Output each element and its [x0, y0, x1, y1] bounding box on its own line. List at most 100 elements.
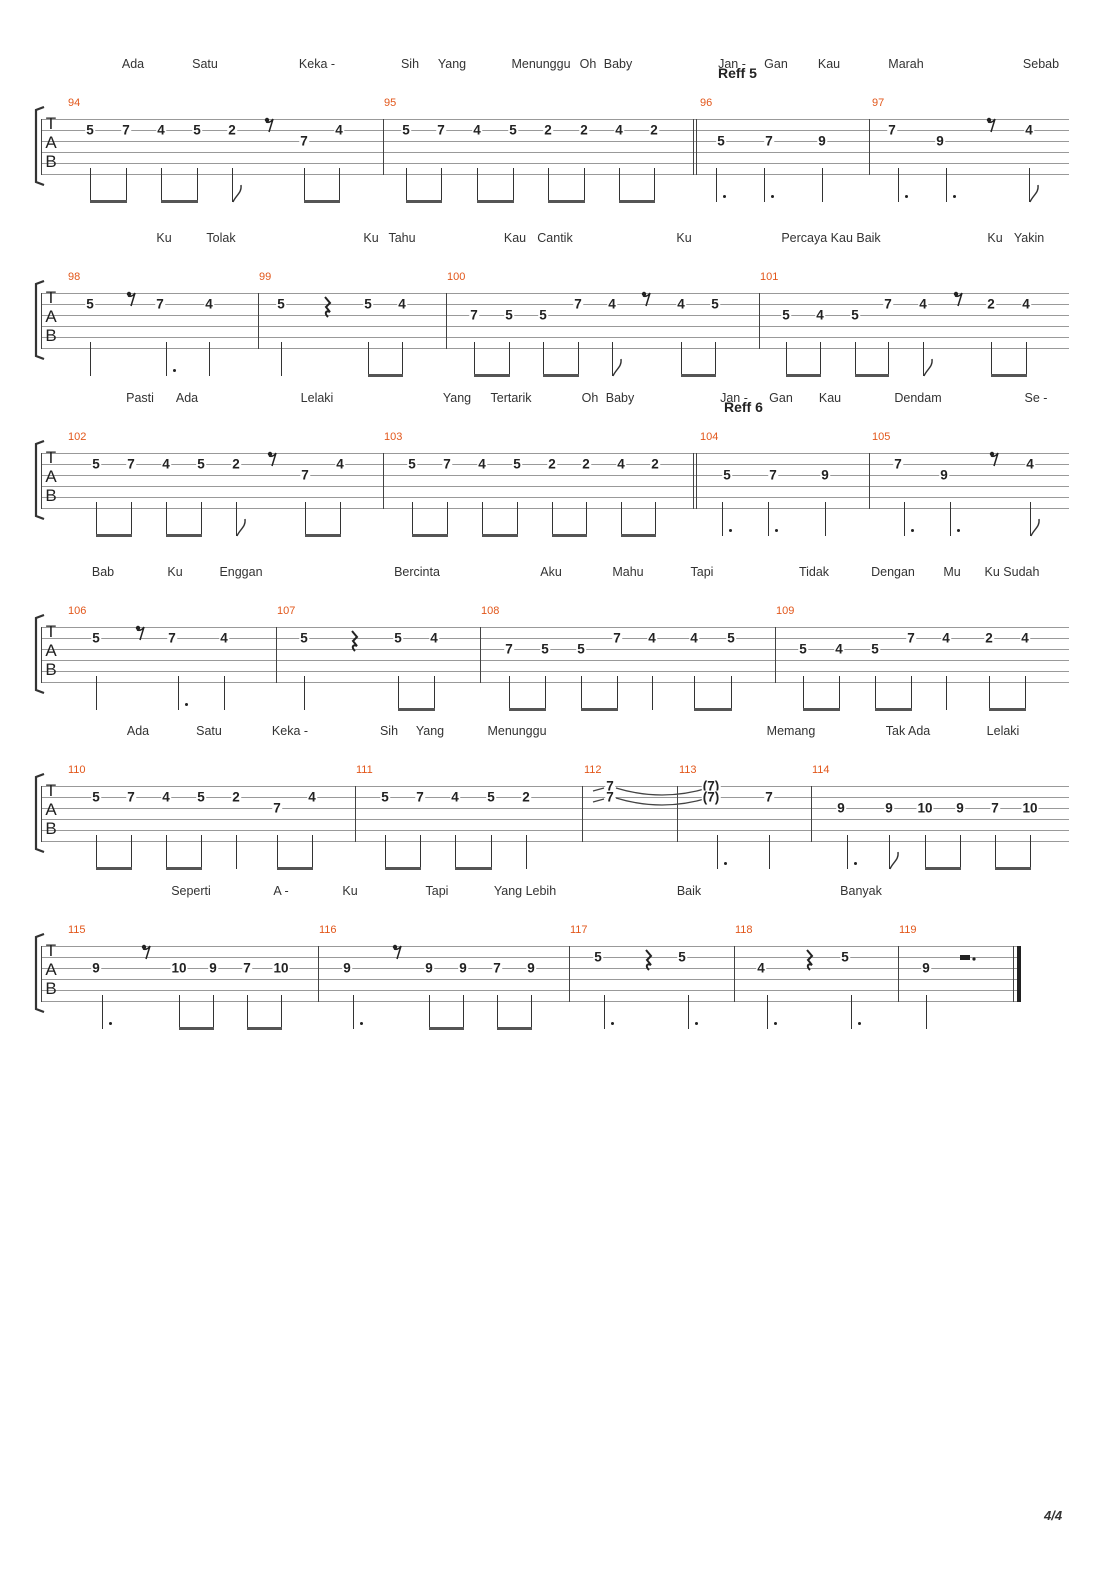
measure-number: 100 [447, 271, 466, 283]
eighth-rest [135, 626, 145, 641]
note-beam [548, 200, 585, 203]
note-stem [201, 502, 202, 536]
note-stem [517, 502, 518, 536]
lyric-syllable: Lelaki [300, 391, 334, 405]
tab-clef-letter: T [45, 941, 57, 960]
measure-number: 107 [277, 605, 296, 617]
fret-number: 4 [397, 296, 407, 312]
lyric-syllable: Yang [437, 57, 467, 71]
barline [569, 946, 570, 1002]
tab-clef-letter: A [45, 133, 57, 152]
eighth-rest [264, 118, 274, 133]
fret-number: 2 [547, 456, 557, 472]
note-stem [201, 835, 202, 869]
measure-number: 103 [384, 431, 403, 443]
measure-number: 94 [68, 97, 81, 109]
fret-number: 9 [91, 960, 101, 976]
fret-number: 7 [893, 456, 903, 472]
note-beam [855, 374, 889, 377]
fret-number: 7 [990, 800, 1000, 816]
note-stem [681, 342, 682, 376]
barline [318, 946, 319, 1002]
duration-dot [185, 703, 188, 706]
barline [446, 293, 447, 349]
tab-clef-letter: B [45, 152, 57, 171]
fret-number: 9 [820, 467, 830, 483]
fret-number: 7 [492, 960, 502, 976]
staff-line [41, 497, 1069, 498]
page-number: 4/4 [1044, 1508, 1063, 1523]
duration-dot [774, 1022, 777, 1025]
staff-line [41, 786, 1069, 787]
note-stem [786, 342, 787, 376]
fret-number: 9 [921, 960, 931, 976]
note-stem [96, 676, 97, 710]
staff-line [41, 841, 1069, 842]
note-stem [197, 168, 198, 202]
duration-dot [360, 1022, 363, 1025]
note-stem [236, 502, 237, 536]
fret-number: 5 [870, 641, 880, 657]
fret-number: 7 [415, 789, 425, 805]
lyric-syllable: Dengan [871, 565, 915, 579]
note-stem [166, 342, 167, 376]
staff-line [41, 660, 1069, 661]
repeat-barline [693, 453, 694, 509]
staff-line [41, 638, 1069, 639]
lyric-syllable: Yang Lebih [493, 884, 557, 898]
fret-number: 2 [649, 122, 659, 138]
staff-line [41, 946, 1017, 947]
section-label: Reff 6 [724, 399, 763, 415]
fret-number: 4 [161, 456, 171, 472]
tab-clef-letter: B [45, 326, 57, 345]
barline [41, 946, 42, 1002]
tie [615, 787, 709, 806]
note-stem [1026, 342, 1027, 376]
measure-number: 117 [570, 924, 588, 936]
staff-line [41, 1001, 1017, 1002]
note-stem [1030, 502, 1031, 536]
note-stem [1025, 676, 1026, 710]
quarter-rest [645, 949, 653, 971]
staff-line [41, 486, 1069, 487]
eighth-rest [986, 118, 996, 133]
fret-number: 7 [167, 630, 177, 646]
note-stem [654, 168, 655, 202]
measure-number: 112 [584, 764, 602, 776]
lyric-syllable: Ku [363, 231, 379, 245]
fret-number: 5 [192, 122, 202, 138]
tab-clef-letter: B [45, 819, 57, 838]
note-stem [224, 676, 225, 710]
duration-dot [109, 1022, 112, 1025]
fret-number: 4 [161, 789, 171, 805]
measure-number: 96 [700, 97, 713, 109]
note-beam [304, 200, 340, 203]
lyric-syllable: Mu [943, 565, 961, 579]
lyric-syllable: A - [273, 884, 289, 898]
eighth-rest [641, 292, 651, 307]
fret-number: 4 [614, 122, 624, 138]
note-stem [304, 676, 305, 710]
barline [41, 786, 42, 842]
tab-clef-letter: B [45, 660, 57, 679]
note-beam [995, 867, 1031, 870]
note-beam [277, 867, 313, 870]
eighth-rest [126, 292, 136, 307]
note-beam [875, 708, 912, 711]
eighth-flag [889, 851, 899, 870]
staff-brace [34, 933, 45, 1013]
fret-number: 4 [689, 630, 699, 646]
fret-number: 4 [1024, 122, 1034, 138]
note-stem [991, 342, 992, 376]
note-stem [509, 342, 510, 376]
fret-number: 4 [607, 296, 617, 312]
staff-line [41, 797, 1069, 798]
fret-number: 10 [170, 960, 188, 976]
note-stem [889, 835, 890, 869]
lyric-syllable: Tahu [388, 231, 416, 245]
fret-number: 2 [581, 456, 591, 472]
lyric-syllable: Sih [379, 724, 399, 738]
measure-number: 109 [776, 605, 795, 617]
duration-dot [858, 1022, 861, 1025]
note-stem [722, 502, 723, 536]
